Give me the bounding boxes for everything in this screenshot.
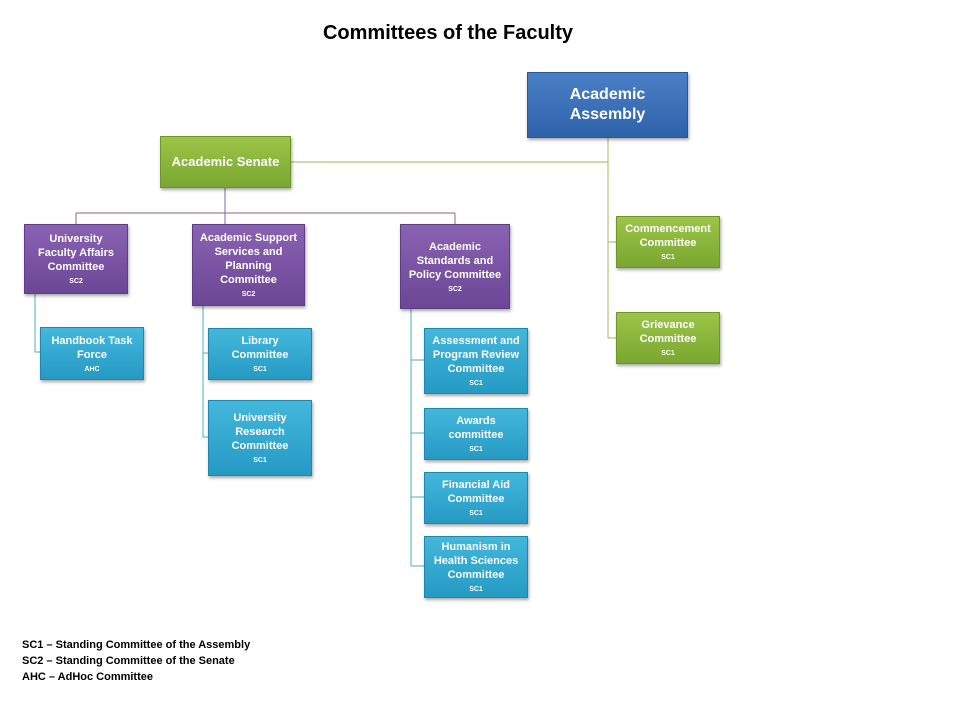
node-name: Academic Senate [171,154,280,169]
node-code: AHC [84,365,100,373]
node-grievance-committee: Grievance Committee SC1 [616,312,720,364]
node-code: SC2 [448,285,462,293]
legend-item-sc2: SC2 – Standing Committee of the Senate [22,655,235,667]
node-awards-committee: Awards committee SC1 [424,408,528,460]
node-code: SC1 [253,457,267,464]
connector-handbook [34,294,40,353]
node-code: SC1 [661,350,675,357]
node-name: University Faculty Affairs Committee [37,233,114,273]
node-university-research-committee: University Research Committee SC1 [208,400,312,476]
legend: SC1 – Standing Committee of the Assembly… [22,637,250,685]
node-name: Commencement Committee [625,223,711,249]
node-name: Grievance Committee [639,319,697,345]
node-code: SC1 [469,586,483,593]
node-name: Awards committee [448,415,504,441]
node-humanism-health-sciences-committee: Humanism in Health Sciences Committee SC… [424,536,528,598]
node-academic-senate: Academic Senate [160,136,291,188]
node-academic-assembly: Academic Assembly [527,72,688,138]
node-handbook-task-force: Handbook Task Force AHC [40,327,144,380]
node-financial-aid-committee: Financial Aid Committee SC1 [424,472,528,524]
node-code: SC1 [661,254,675,261]
node-code: SC1 [469,510,483,517]
node-name: Assessment and Program Review Committee [432,335,520,375]
node-assessment-program-review-committee: Assessment and Program Review Committee … [424,328,528,394]
node-name: Academic Support Services and Planning C… [199,232,298,286]
legend-item-sc1: SC1 – Standing Committee of the Assembly [22,639,251,651]
node-academic-standards-policy-committee: Academic Standards and Policy Committee … [400,224,510,309]
node-name: Academic Assembly [569,86,646,123]
node-name: Library Committee [231,335,289,361]
page-title: Committees of the Faculty [322,22,574,44]
node-code: SC1 [253,366,267,373]
node-name: Financial Aid Committee [441,479,511,505]
node-name: University Research Committee [231,412,289,452]
node-code: SC1 [469,446,483,453]
node-name: Handbook Task Force [51,334,133,361]
node-code: SC2 [241,291,256,298]
node-academic-support-services-committee: Academic Support Services and Planning C… [192,224,305,306]
node-code: SC1 [469,380,483,387]
node-code: SC2 [69,278,83,285]
connector-assembly-senate [290,138,609,163]
node-university-faculty-affairs-committee: University Faculty Affairs Committee SC2 [24,224,128,294]
node-name: Academic Standards and Policy Committee [408,240,502,281]
legend-item-ahc: AHC – AdHoc Committee [22,671,153,683]
node-name: Humanism in Health Sciences Committee [433,541,519,581]
node-library-committee: Library Committee SC1 [208,328,312,380]
node-commencement-committee: Commencement Committee SC1 [616,216,720,268]
